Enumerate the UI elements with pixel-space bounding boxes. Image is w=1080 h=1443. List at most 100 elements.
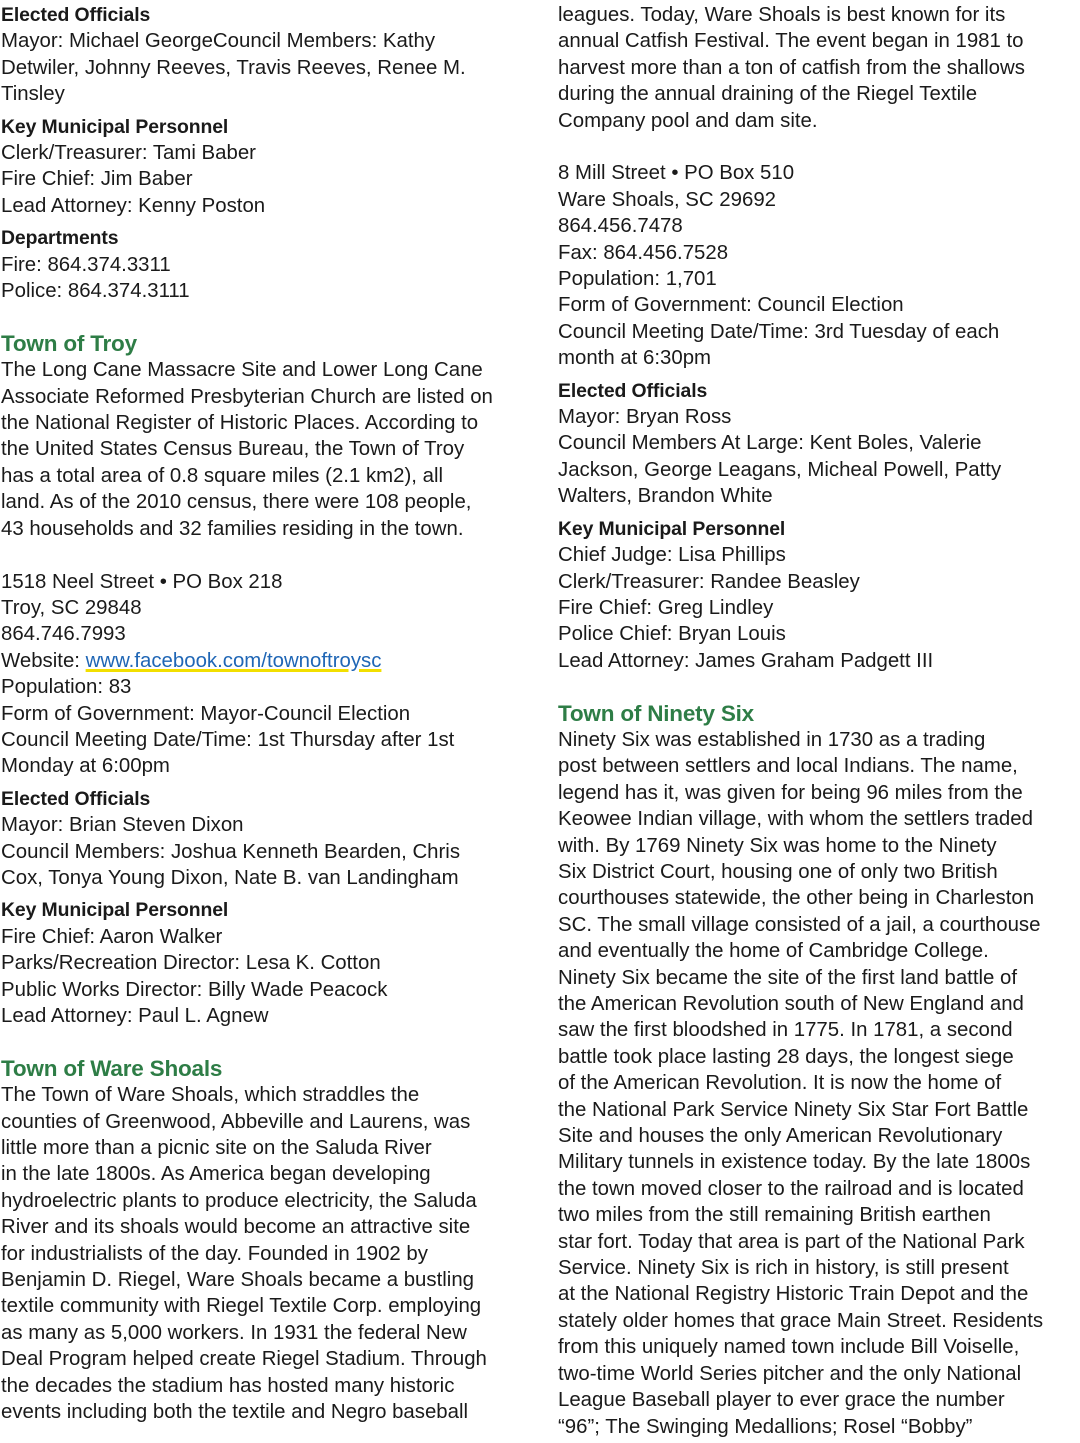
text-line: Keowee Indian village, with whom the set… — [558, 808, 1033, 831]
text-line: Lead Attorney: Kenny Poston — [1, 194, 266, 217]
text-line: the National Park Service Ninety Six Sta… — [558, 1098, 1029, 1121]
text-line: Public Works Director: Billy Wade Peacoc… — [1, 978, 388, 1001]
text-line: League Baseball player to ever grace the… — [558, 1389, 1005, 1412]
text-line: courthouses statewide, the other being i… — [558, 887, 1035, 910]
text-line: Ware Shoals, SC 29692 — [558, 188, 776, 211]
text-line: Form of Government: Mayor-Council Electi… — [1, 702, 411, 725]
text-line: Fax: 864.456.7528 — [558, 241, 729, 264]
text-line: annual Catfish Festival. The event began… — [558, 30, 1024, 53]
text-line: Deal Program helped create Riegel Stadiu… — [1, 1348, 487, 1371]
section-heading: Elected Officials — [1, 787, 151, 810]
text-line: The Long Cane Massacre Site and Lower Lo… — [1, 359, 483, 382]
text-line: Fire Chief: Jim Baber — [1, 168, 193, 191]
text-line: Council Members: Joshua Kenneth Bearden,… — [1, 840, 461, 863]
text-line: Fire Chief: Greg Lindley — [558, 596, 774, 619]
text-line: the United States Census Bureau, the Tow… — [1, 438, 465, 461]
text-line: Ninety Six was established in 1730 as a … — [558, 728, 986, 751]
text-line: with. By 1769 Ninety Six was home to the… — [558, 834, 997, 857]
text-line: 8 Mill Street • PO Box 510 — [558, 162, 795, 185]
troy-description: The Long Cane Massacre Site and Lower Lo… — [1, 357, 521, 542]
text-line: little more than a picnic site on the Sa… — [1, 1137, 432, 1160]
website-label: Website: — [1, 649, 86, 672]
text-line: Lead Attorney: Paul L. Agnew — [1, 1005, 269, 1027]
text-line: Mayor: Bryan Ross — [558, 406, 732, 429]
text-line: Troy, SC 29848 — [1, 596, 142, 619]
text-line: Council Members At Large: Kent Boles, Va… — [558, 432, 982, 455]
text-line: Military tunnels in existence today. By … — [558, 1151, 1031, 1174]
text-line: Form of Government: Council Election — [558, 294, 904, 317]
text-line: Benjamin D. Riegel, Ware Shoals became a… — [1, 1269, 474, 1292]
text-line: Police Chief: Bryan Louis — [558, 623, 786, 646]
ware-shoals-description-cont: leagues. Today, Ware Shoals is best know… — [558, 2, 1076, 134]
text-line: Mayor: Michael GeorgeCouncil Members: Ka… — [1, 30, 436, 53]
text-line: in the late 1800s. As America began deve… — [1, 1163, 431, 1186]
text-line: from this uniquely named town include Bi… — [558, 1336, 1020, 1359]
section-heading: Key Municipal Personnel — [558, 517, 786, 540]
text-line: Ninety Six became the site of the first … — [558, 966, 1018, 989]
text-line: battle took place lasting 28 days, the l… — [558, 1045, 1014, 1068]
text-line: 864.456.7478 — [558, 215, 683, 238]
text-line: and eventually the home of Cambridge Col… — [558, 940, 989, 963]
text-line: for industrialists of the day. Founded i… — [1, 1242, 428, 1265]
text-line: the decades the stadium has hosted many … — [1, 1374, 455, 1397]
text-line: land. As of the 2010 census, there were … — [1, 491, 472, 514]
text-line: harvest more than a ton of catfish from … — [558, 56, 1025, 79]
section-heading: Departments — [1, 227, 119, 250]
troy-website-line: Website: www.facebook.com/townoftroysc — [1, 648, 521, 674]
ninety-six-description: Ninety Six was established in 1730 as a … — [558, 727, 1076, 1440]
text-line: “96”; The Swinging Medallions; Rosel “Bo… — [558, 1415, 973, 1438]
text-line: Cox, Tonya Young Dixon, Nate B. van Land… — [1, 866, 459, 889]
text-line: Clerk/Treasurer: Randee Beasley — [558, 570, 860, 593]
text-line: Fire: 864.374.3311 — [1, 253, 171, 276]
text-line: Fire Chief: Aaron Walker — [1, 925, 223, 948]
section-heading: Key Municipal Personnel — [1, 115, 229, 138]
text-line: hydroelectric plants to produce electric… — [1, 1189, 477, 1212]
text-line: as many as 5,000 workers. In 1931 the fe… — [1, 1321, 467, 1344]
text-line: two-time World Series pitcher and the on… — [558, 1362, 1022, 1385]
ware-shoals-description: The Town of Ware Shoals, which straddles… — [1, 1082, 521, 1425]
text-line: Six District Court, housing one of only … — [558, 860, 998, 883]
troy-info: Population: 83 Form of Government: Mayor-… — [1, 674, 521, 780]
text-line: has a total area of 0.8 square miles (2.… — [1, 464, 444, 487]
section-heading: Elected Officials — [558, 379, 708, 402]
town-title-ninety-six: Town of Ninety Six — [558, 700, 754, 726]
text-line: Council Meeting Date/Time: 1st Thursday … — [1, 728, 455, 751]
text-line: legend has it, was given for being 96 mi… — [558, 781, 1023, 804]
section-heading: Elected Officials — [1, 4, 151, 26]
troy-website-link[interactable]: www.facebook.com/townoftroysc — [85, 649, 382, 672]
text-line: post between settlers and local Indians.… — [558, 755, 1018, 778]
text-line: SC. The small village consisted of a jai… — [558, 913, 1041, 936]
town-title-ware-shoals: Town of Ware Shoals — [1, 1055, 223, 1081]
text-line: Chief Judge: Lisa Phillips — [558, 544, 786, 567]
text-line: Lead Attorney: James Graham Padgett III — [558, 649, 934, 672]
text-line: during the annual draining of the Riegel… — [558, 83, 978, 106]
text-line: Population: 83 — [1, 676, 132, 699]
text-line: Associate Reformed Presbyterian Church a… — [1, 385, 493, 408]
text-line: star fort. Today that area is part of th… — [558, 1230, 1025, 1253]
text-line: Site and houses the only American Revolu… — [558, 1125, 1003, 1148]
text-line: Council Meeting Date/Time: 3rd Tuesday o… — [558, 320, 1000, 343]
text-line: textile community with Riegel Textile Co… — [1, 1295, 482, 1318]
text-line: Mayor: Brian Steven Dixon — [1, 814, 244, 837]
text-line: Walters, Brandon White — [558, 485, 773, 508]
text-line: leagues. Today, Ware Shoals is best know… — [558, 4, 1006, 26]
town-title-troy: Town of Troy — [1, 330, 137, 356]
text-line: the American Revolution south of New Eng… — [558, 993, 1024, 1015]
text-line: Detwiler, Johnny Reeves, Travis Reeves, … — [1, 56, 466, 79]
elected-officials-block: Mayor: Michael GeorgeCouncil Members: Ka… — [1, 28, 521, 107]
text-line: Population: 1,701 — [558, 268, 717, 291]
text-line: 1518 Neel Street • PO Box 218 — [1, 570, 283, 593]
text-line: month at 6:30pm — [558, 347, 712, 370]
text-line: the National Register of Historic Places… — [1, 412, 479, 435]
text-line: Police: 864.374.3111 — [1, 280, 190, 303]
text-line: 43 households and 32 families residing i… — [1, 517, 464, 540]
text-line: events including both the textile and Ne… — [1, 1401, 469, 1424]
